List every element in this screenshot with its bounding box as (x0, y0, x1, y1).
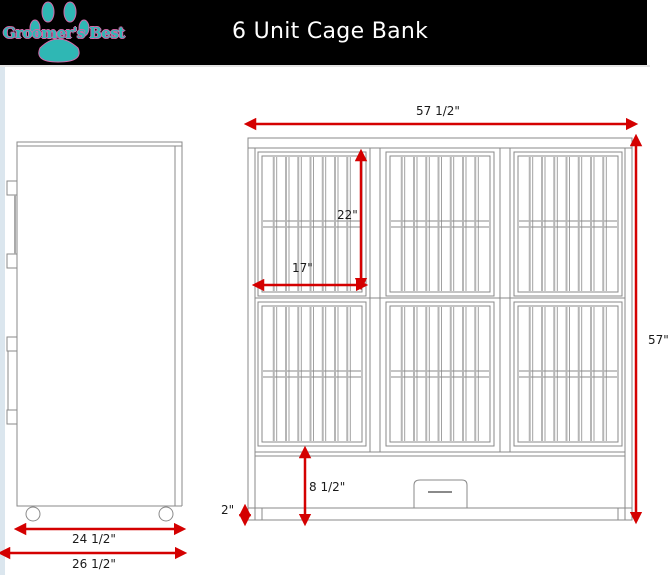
base-height-label: 8 1/2" (309, 480, 346, 494)
leg-height-label: 2" (221, 503, 235, 517)
cage-height-label: 22" (337, 208, 358, 222)
paw-icon (29, 1, 90, 63)
cage-doors (257, 151, 623, 447)
groomers-best-logo: Groomer's Best (0, 0, 135, 65)
overall-depth-label: 26 1/2" (72, 557, 116, 571)
header-divider (0, 65, 650, 67)
cage-door-4 (257, 301, 367, 447)
cage-door-3 (513, 151, 623, 297)
page-title: 6 Unit Cage Bank (232, 19, 429, 44)
door-hinges (6, 180, 18, 425)
cage-door-2 (385, 151, 495, 297)
page-margin-strip (0, 65, 5, 575)
drawer-pull (413, 479, 468, 508)
cage-width-label: 17" (292, 261, 313, 275)
caster-back (158, 506, 174, 522)
brand-name: Groomer's Best (3, 24, 125, 42)
side-view (6, 141, 183, 522)
overall-width-label: 57 1/2" (416, 104, 460, 118)
caster-front (25, 506, 41, 522)
overall-height-label: 57" (648, 333, 669, 347)
cage-door-6 (513, 301, 623, 447)
depth-label: 24 1/2" (72, 532, 116, 546)
header-bar: Groomer's Best 6 Unit Cage Bank (0, 0, 647, 65)
cage-door-5 (385, 301, 495, 447)
